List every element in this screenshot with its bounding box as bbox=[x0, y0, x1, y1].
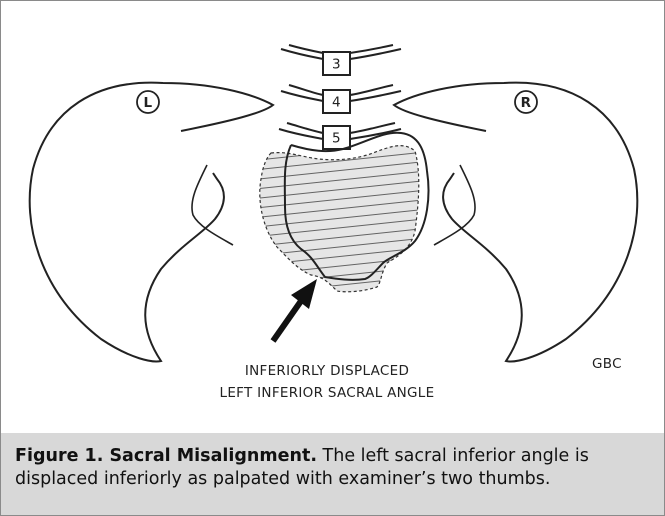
displaced-sacrum-outline bbox=[260, 146, 419, 292]
pelvis-illustration: 3 4 5 L R INFERIORLY DISPLACED LEFT INFE… bbox=[1, 1, 664, 431]
annotation-line-1: INFERIORLY DISPLACED bbox=[245, 363, 409, 379]
left-ilium-inner bbox=[192, 165, 233, 245]
right-ilium-outline bbox=[394, 83, 637, 362]
artist-initials: GBC bbox=[592, 356, 622, 372]
figure-caption: Figure 1. Sacral Misalignment. The left … bbox=[1, 433, 664, 515]
left-marker-label: L bbox=[144, 95, 153, 111]
right-ilium-inner bbox=[434, 165, 475, 245]
caption-text: Figure 1. Sacral Misalignment. The left … bbox=[15, 445, 655, 491]
caption-title: Figure 1. Sacral Misalignment. bbox=[15, 446, 317, 466]
vertebra-l5-label: 5 bbox=[332, 131, 341, 147]
sacral-diagram: 3 4 5 L R INFERIORLY DISPLACED LEFT INFE… bbox=[1, 1, 664, 431]
vertebra-l3-label: 3 bbox=[332, 57, 341, 73]
vertebra-l4-label: 4 bbox=[332, 95, 341, 111]
arrow-icon bbox=[273, 279, 317, 341]
annotation-line-2: LEFT INFERIOR SACRAL ANGLE bbox=[220, 385, 435, 401]
left-ilium-outline bbox=[30, 83, 273, 362]
right-marker-label: R bbox=[521, 95, 532, 111]
